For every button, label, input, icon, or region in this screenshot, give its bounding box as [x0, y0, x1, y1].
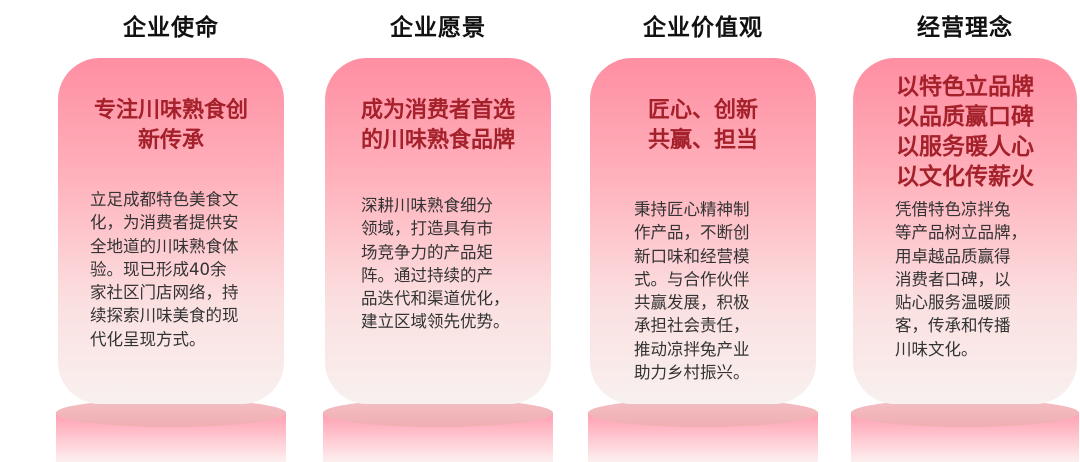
- card-heading: 匠心、创新 共赢、担当: [647, 98, 758, 153]
- column-vision: 企业愿景 成为消费者首选 的川味熟食品牌 深耕川味熟食细分 领域，打造具有市 场…: [323, 0, 553, 462]
- vision-card: 成为消费者首选 的川味熟食品牌 深耕川味熟食细分 领域，打造具有市 场竞争力的产…: [325, 58, 551, 404]
- column-title: 企业价值观: [643, 15, 763, 41]
- column-title: 经营理念: [917, 15, 1013, 41]
- mission-card: 专注川味熟食创 新传承 立足成都特色美食文 化，为消费者提供安 全地道的川味熟食…: [58, 58, 284, 404]
- card-body: 深耕川味熟食细分 领域，打造具有市 场竞争力的产品矩 阵。通过持续的产 品迭代和…: [361, 196, 510, 332]
- card-heading: 以特色立品牌 以品质赢口碑 以服务暖人心 以文化传薪火: [896, 74, 1034, 190]
- card-heading: 成为消费者首选 的川味熟食品牌: [360, 98, 515, 153]
- column-title: 企业愿景: [390, 15, 486, 41]
- values-card: 匠心、创新 共赢、担当 秉持匠心精神制 作产品，不断创 新口味和经营模 式。与合…: [590, 58, 816, 404]
- card-heading: 专注川味熟食创 新传承: [93, 98, 248, 153]
- column-mission: 企业使命 专注川味熟食创 新传承 立足成都特色美食文 化，为消费者提供安 全地道…: [56, 0, 286, 462]
- column-values: 企业价值观 匠心、创新 共赢、担当 秉持匠心精神制 作产品，不断创 新口味和经营…: [588, 0, 818, 462]
- philosophy-card: 以特色立品牌 以品质赢口碑 以服务暖人心 以文化传薪火 凭借特色凉拌兔 等产品树…: [853, 58, 1077, 404]
- card-body: 秉持匠心精神制 作产品，不断创 新口味和经营模 式。与合作伙伴 共赢发展，积极 …: [634, 200, 750, 383]
- card-body: 凭借特色凉拌兔 等产品树立品牌， 用卓越品质赢得 消费者口碑，以 贴心服务温暖顾…: [895, 200, 1027, 359]
- column-title: 企业使命: [123, 15, 219, 41]
- card-body: 立足成都特色美食文 化，为消费者提供安 全地道的川味熟食体 验。现已形成40余 …: [90, 190, 239, 349]
- column-philosophy: 经营理念 以特色立品牌 以品质赢口碑 以服务暖人心 以文化传薪火 凭借特色凉拌兔…: [851, 0, 1079, 462]
